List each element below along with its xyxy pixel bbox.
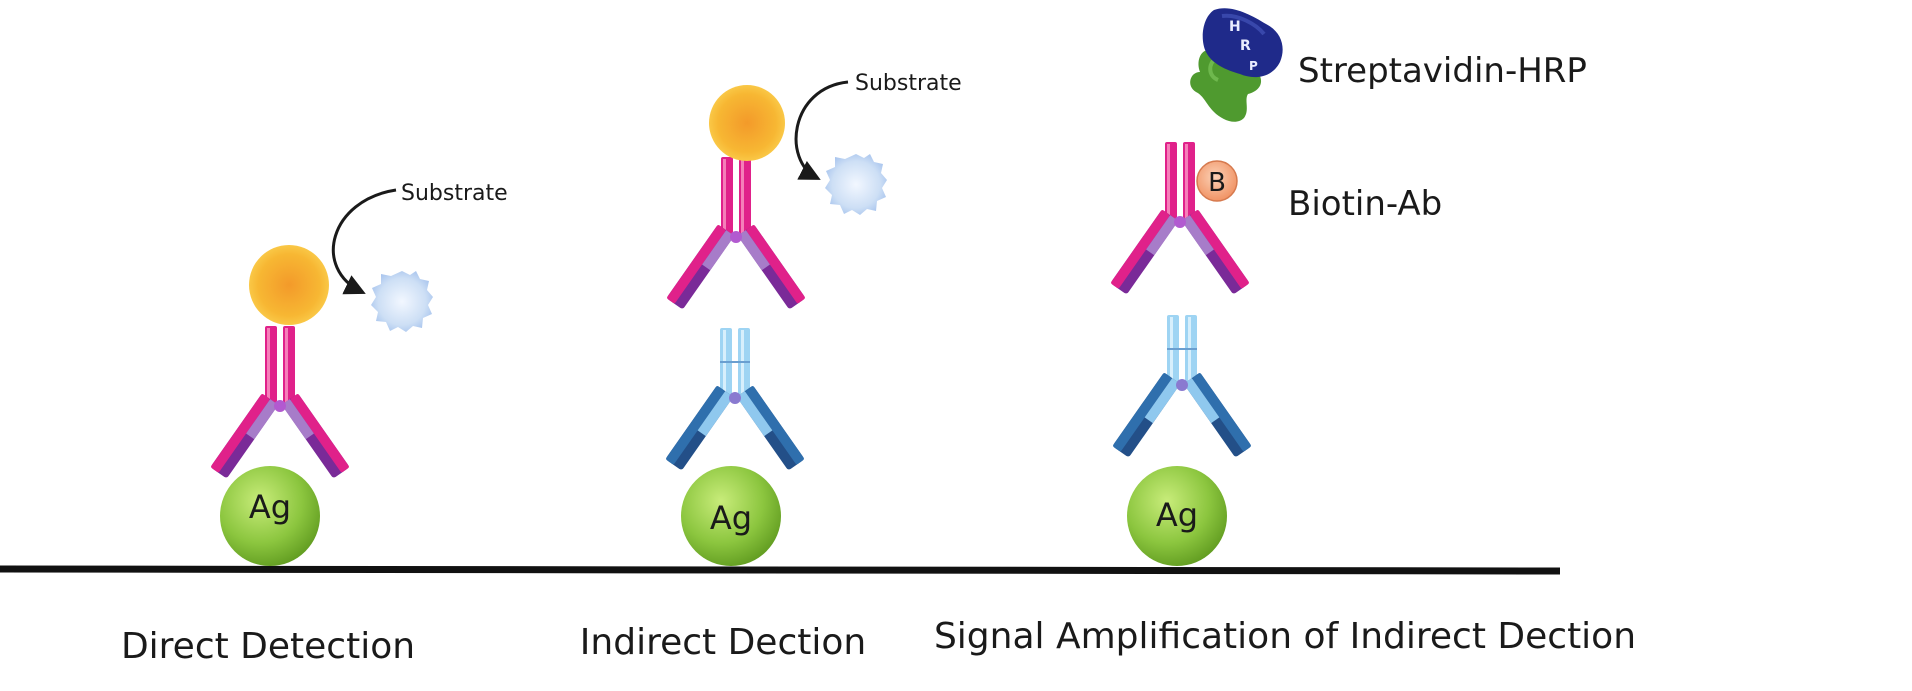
substrate-label: Substrate <box>401 181 508 206</box>
plate-baseline <box>0 565 1561 575</box>
antigen-label: Ag <box>1156 496 1198 534</box>
panel-caption: Direct Detection <box>121 626 415 667</box>
substrate-icon <box>825 154 887 215</box>
hrp-letter-h: H <box>1229 19 1241 35</box>
biotin-icon: B <box>1196 160 1238 202</box>
antigen-icon: Ag <box>220 466 320 566</box>
antibody-icon <box>666 157 806 310</box>
antibody-icon <box>210 326 350 479</box>
antigen-icon: Ag <box>1127 466 1227 566</box>
biotin-label: B <box>1208 168 1226 198</box>
enzyme-icon <box>709 85 785 161</box>
reaction-arrow <box>794 80 849 180</box>
panel-direct-detection: Ag Substrate Direct Detection <box>121 181 508 667</box>
antigen-label: Ag <box>710 499 752 537</box>
streptavidin-hrp-label: Streptavidin-HRP <box>1298 51 1587 91</box>
hrp-letter-r: R <box>1240 38 1251 54</box>
reaction-arrow <box>332 188 397 295</box>
antibody-icon <box>664 327 806 472</box>
hrp-letter-p: P <box>1249 59 1258 73</box>
panel-caption: Signal Amplification of Indirect Dection <box>934 616 1636 657</box>
panel-signal-amplification: Ag B Biotin-Ab H R P Streptavidin-HRP Si… <box>934 8 1636 657</box>
hrp-icon <box>1202 8 1283 78</box>
antibody-icon <box>1111 314 1253 459</box>
antigen-label: Ag <box>249 488 291 526</box>
enzyme-icon <box>249 245 329 325</box>
substrate-icon <box>371 271 433 332</box>
panel-caption: Indirect Dection <box>580 622 866 663</box>
panel-indirect-detection: Ag Substrate Indirect Dection <box>580 71 962 663</box>
antigen-icon: Ag <box>681 466 781 566</box>
streptavidin-hrp-icon: H R P <box>1190 8 1283 122</box>
substrate-label: Substrate <box>855 71 962 96</box>
biotin-ab-label: Biotin-Ab <box>1288 184 1442 224</box>
